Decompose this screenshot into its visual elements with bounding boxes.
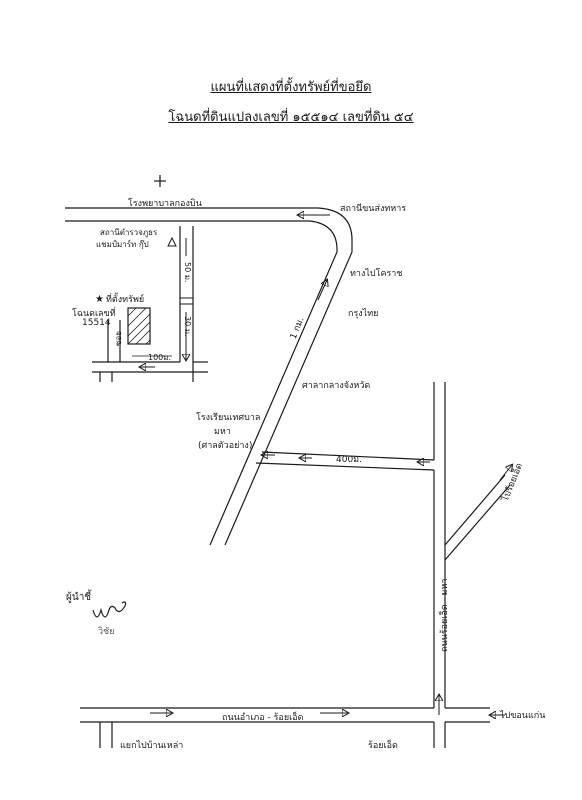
branch-road-arrow bbox=[499, 465, 512, 481]
property-label: ที่ตั้งทรัพย์ bbox=[106, 295, 145, 305]
vertical-road-label: ถนนร้อยเอ็ด - มหา bbox=[440, 578, 450, 652]
hospital-cross-icon bbox=[154, 175, 166, 187]
local-roads bbox=[92, 320, 208, 382]
school-sub2-label: (ศาลตัวอย่าง) bbox=[198, 441, 253, 451]
bank-label: กรุงไทย bbox=[348, 309, 379, 319]
signature-mark bbox=[92, 601, 127, 618]
distance-100-label: 100ม. bbox=[148, 353, 172, 362]
hospital-label: โรงพยาบาลกองบิน bbox=[128, 199, 202, 209]
vertical-right-road bbox=[433, 382, 446, 708]
provincial-hall-label: ศาลากลางจังหวัด bbox=[302, 381, 371, 391]
page-title: แผนที่แสดงที่ตั้งทรัพย์ที่ขอยึด bbox=[210, 80, 372, 95]
bottom-right-label: ไปขอนแก่น bbox=[500, 711, 546, 721]
distance-400-label: 400ม. bbox=[336, 455, 362, 465]
diagonal-road bbox=[209, 251, 353, 546]
school-label: โรงเรียนเทศบาล bbox=[196, 413, 261, 423]
property-star-icon: ★ bbox=[95, 294, 104, 305]
top-main-road bbox=[65, 207, 353, 252]
diagonal-arrow bbox=[317, 280, 327, 301]
signer-title: ผู้นำชี้ bbox=[66, 592, 92, 603]
right-top-label: ทางไปโคราช bbox=[350, 269, 403, 279]
bottom-road-label: ถนนอำเภอ - ร้อยเอ็ด bbox=[222, 713, 304, 723]
mart-icon bbox=[167, 236, 177, 247]
bottom-left-label: แยกไปบ้านเหล่า bbox=[120, 741, 184, 751]
signature-text: วิชัย bbox=[98, 627, 115, 637]
soi-road bbox=[179, 226, 194, 382]
distance-30-label: 30 ม. bbox=[183, 316, 192, 337]
soi-label: ซอย bbox=[114, 331, 123, 346]
road-400m bbox=[255, 451, 435, 471]
page-subtitle: โฉนดที่ดินแปลงเลขที่ ๑๕๕๑๔ เลขที่ดิน ๕๔ bbox=[168, 110, 414, 125]
airforce-base-label: สถานีขนส่งทหาร bbox=[340, 204, 407, 214]
mart-label: แชมป์มาร์ท กุ๊ป bbox=[96, 240, 149, 249]
distance-50-label: 50 ม. bbox=[183, 262, 192, 283]
title-deed-label: โฉนดเลขที่ bbox=[72, 309, 116, 319]
branch-road bbox=[444, 474, 511, 561]
property-parcel bbox=[127, 307, 151, 345]
police-station-label: สถานีตำรวจภูธร bbox=[100, 228, 158, 237]
school-sub-label: มหา bbox=[214, 427, 231, 437]
bottom-main-road bbox=[80, 707, 490, 748]
bottom-mid-label: ร้อยเอ็ด bbox=[368, 741, 398, 751]
deed-number: 15514 bbox=[82, 318, 111, 328]
